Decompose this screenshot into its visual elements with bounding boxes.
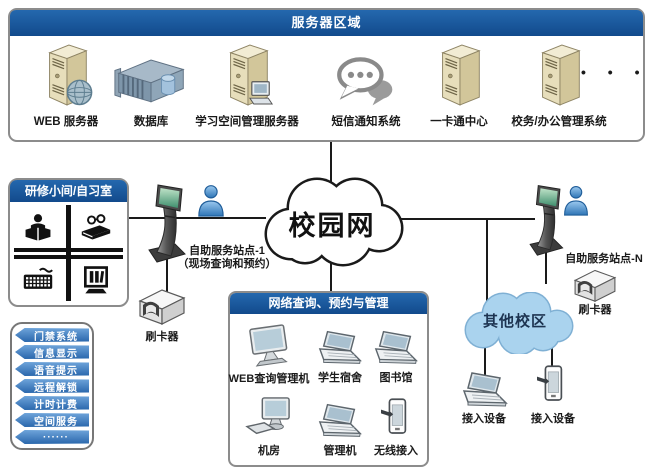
server-item-label: 短信通知系统 <box>331 116 401 128</box>
campus-network-label: 校园网 <box>288 211 376 241</box>
server-item-onecard: 一卡通中心 <box>410 38 508 129</box>
right-person-icon <box>562 185 590 216</box>
left-card-reader-label: 刷卡器 <box>145 331 179 343</box>
net-item-label: 图书馆 <box>379 372 413 384</box>
monitor-icon <box>246 322 292 368</box>
management-server-icon <box>218 42 276 108</box>
net-item-label: WEB查询管理机 <box>228 373 310 385</box>
right-station-label: 自助服务站点-N <box>565 253 643 265</box>
feature-tag-voice-prompt: 语音提示 <box>15 362 89 376</box>
study-room-header: 研修小间/自习室 <box>10 180 127 202</box>
server-item-label: WEB 服务器 <box>33 116 99 128</box>
net-item-library: 图书馆 <box>354 329 438 385</box>
glasses-book-icon <box>80 212 112 244</box>
tower-server-icon <box>430 42 488 108</box>
net-item-label: 学生宿舍 <box>318 372 362 384</box>
other-campus-label: 其他校区 <box>482 313 547 330</box>
server-item-label: 学习空间管理服务器 <box>195 116 299 128</box>
server-item-web: WEB 服务器 <box>18 38 114 129</box>
desktop-computer-icon <box>245 396 293 440</box>
chat-bubbles-icon <box>335 54 397 108</box>
feature-tag-remote-unlock: 远程解锁 <box>15 379 89 393</box>
computer-books-icon <box>80 264 112 296</box>
left-station-label: 自助服务站点-1 （现场查询和预约） <box>162 245 292 270</box>
server-area-header: 服务器区域 <box>10 10 643 36</box>
net-item-dorm: 学生宿舍 <box>298 329 382 385</box>
left-card-reader-icon <box>136 284 188 326</box>
net-item-label: 机房 <box>258 445 280 457</box>
more-servers-ellipsis: • • • <box>581 64 649 80</box>
connector-right-kiosk-to-reader <box>545 248 547 284</box>
server-item-learning-space: 学习空间管理服务器 <box>172 38 322 129</box>
access-laptop-label: 接入设备 <box>462 413 506 425</box>
server-item-label: 一卡通中心 <box>430 116 488 128</box>
connector-branch-to-other-campus <box>486 218 488 306</box>
connector-other-campus-to-laptop <box>484 336 486 380</box>
divider <box>66 205 71 301</box>
connector-studyroom-kiosk-cloud <box>128 217 266 219</box>
net-item-label: 管理机 <box>323 445 357 457</box>
connector-other-campus-to-handheld <box>551 334 553 374</box>
features-box: 门禁系统 信息显示 语音提示 远程解锁 计时计费 空间服务 ······ <box>10 322 94 450</box>
server-item-database: 数据库 <box>103 38 199 129</box>
study-room-box: 研修小间/自习室 <box>8 178 129 307</box>
access-handheld-label: 接入设备 <box>531 413 575 425</box>
server-item-office: 校务/办公管理系统 <box>490 38 628 129</box>
tower-server-icon <box>530 42 588 108</box>
divider <box>14 255 123 259</box>
server-area-title: 服务器区域 <box>291 15 362 30</box>
keyboard-icon <box>22 264 54 296</box>
feature-tag-info-display: 信息显示 <box>15 345 89 359</box>
net-item-machine-room: 机房 <box>227 396 311 458</box>
feature-tag-more: ······ <box>15 430 89 444</box>
connector-cloud-to-right-kiosk <box>398 218 535 220</box>
connector-server-to-cloud <box>330 142 332 188</box>
net-item-wireless: 无线接入 <box>354 396 438 458</box>
connector-left-kiosk-to-reader <box>166 250 168 298</box>
handheld-device-icon <box>381 396 411 440</box>
access-laptop-icon <box>460 370 510 410</box>
web-server-icon <box>37 42 95 108</box>
feature-tag-access-control: 门禁系统 <box>15 328 89 342</box>
server-item-label: 数据库 <box>133 116 169 128</box>
network-query-title: 网络查询、预约与管理 <box>268 296 389 310</box>
reading-person-icon <box>22 212 54 244</box>
network-query-header: 网络查询、预约与管理 <box>230 293 427 314</box>
server-item-label: 校务/办公管理系统 <box>511 116 607 128</box>
net-item-management: 管理机 <box>298 402 382 458</box>
left-station-name: 自助服务站点-1 <box>189 245 265 257</box>
study-room-title: 研修小间/自习室 <box>24 184 113 198</box>
divider <box>14 248 123 252</box>
left-station-desc: （现场查询和预约） <box>177 257 277 270</box>
laptop-icon <box>372 329 420 367</box>
network-query-box: 网络查询、预约与管理 WEB查询管理机 学生宿舍 图书馆 机房 管理机 <box>228 291 429 467</box>
feature-tag-space-service: 空间服务 <box>15 413 89 427</box>
connector-cloud-to-network-box <box>330 258 332 294</box>
left-person-icon <box>196 184 226 217</box>
access-handheld-icon <box>537 363 567 407</box>
net-item-web-query: WEB查询管理机 <box>227 322 311 386</box>
server-item-sms: 短信通知系统 <box>310 38 422 129</box>
net-item-label: 无线接入 <box>374 445 418 457</box>
feature-tag-time-billing: 计时计费 <box>15 396 89 410</box>
server-area-box: 服务器区域 <box>8 8 645 142</box>
right-card-reader-label: 刷卡器 <box>578 304 612 316</box>
